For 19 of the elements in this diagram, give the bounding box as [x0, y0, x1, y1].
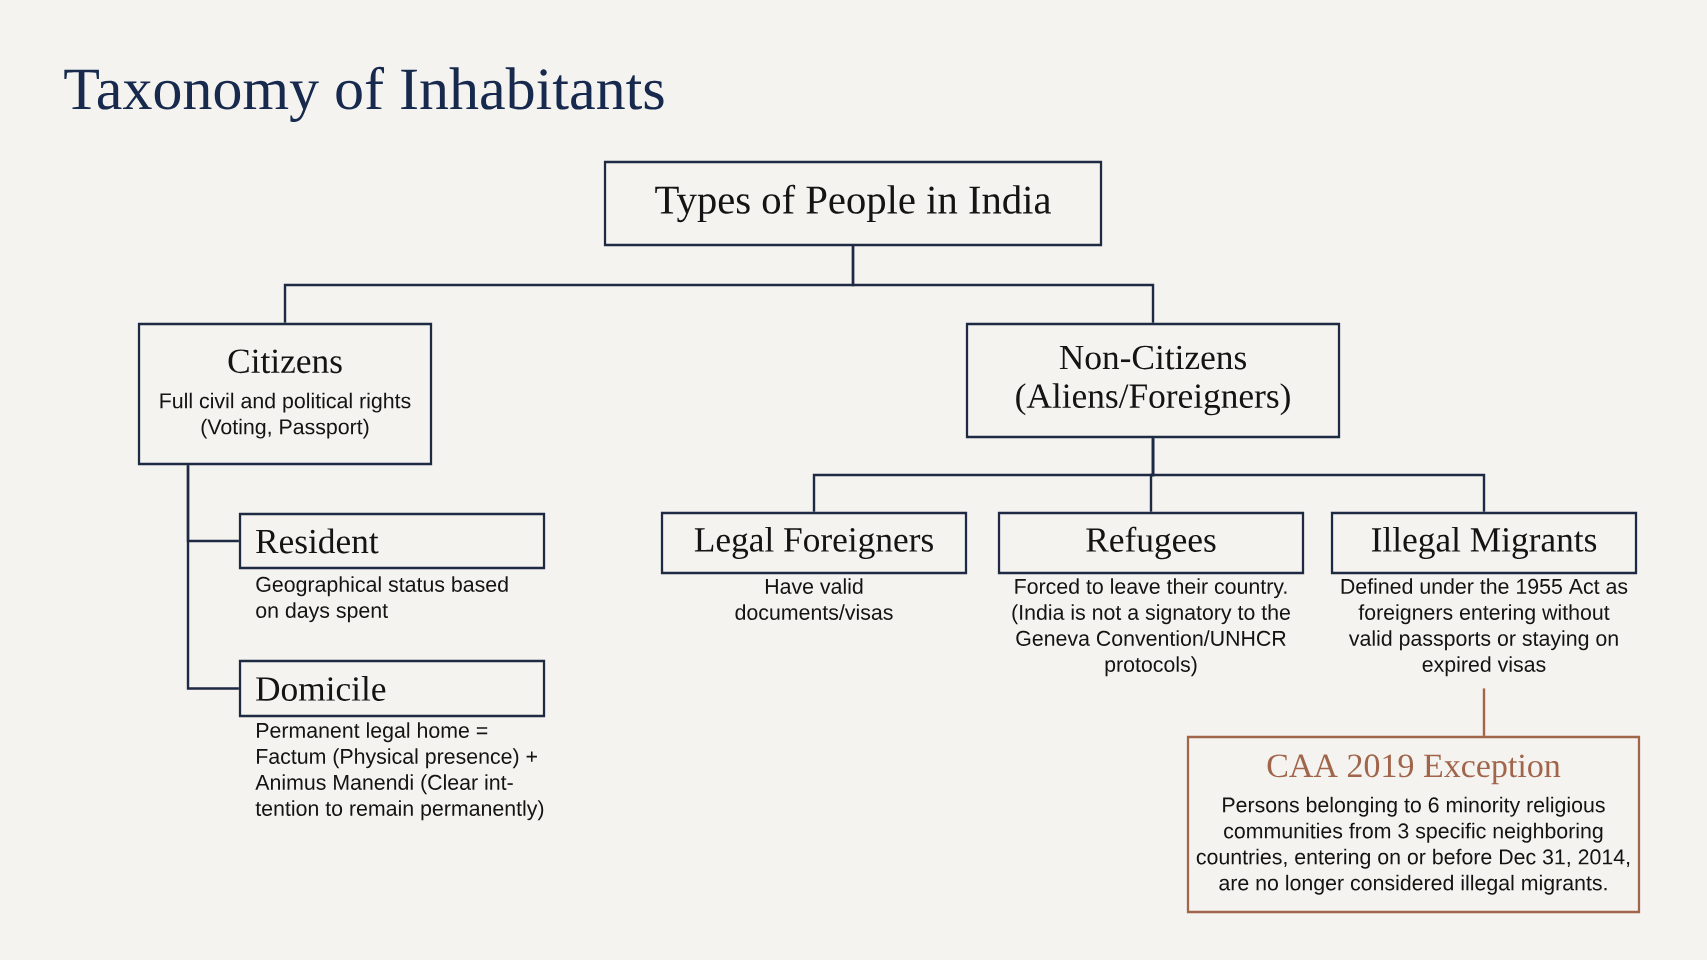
category-box: Domicile [238, 659, 546, 718]
connector-line [851, 246, 1155, 323]
connector-line [1482, 688, 1486, 736]
category-box: Legal Foreigners [660, 511, 968, 575]
connector-line [1151, 438, 1486, 512]
connector-line [186, 465, 239, 690]
description-text: Forced to leave their country. (India is not a signatory to the Geneva Convention/UNHCR protocols) [1012, 578, 1290, 677]
category-box: Types of People in India [603, 160, 1103, 247]
description-text: Geographical status based on days spent [256, 576, 508, 623]
category-box: Citizens Full civil and political rights (Voting, Passport) [137, 322, 433, 466]
category-box: Resident [238, 512, 546, 570]
category-box: Non-Citizens (Aliens/Foreigners) [965, 322, 1341, 439]
slide-title: Taxonomy of Inhabitants [64, 66, 664, 122]
description-text: Have valid documents/visas [735, 578, 893, 620]
exception-box: CAA 2019 Exception Persons belonging to 6 minority religious communities from 3 specific neighboring countries, entering on or before Dec 31, 2014, are no longer considered illegal migrants. [1186, 735, 1641, 914]
category-box: Refugees [997, 511, 1305, 575]
description-text: Defined under the 1955 Act as foreigners entering without valid passports or staying on expired visas [1341, 578, 1628, 677]
category-box: Illegal Migrants [1330, 511, 1638, 575]
description-text: Permanent legal home = Factum (Physical presence) + Animus Manendi (Clear int- tention to remain permanently) [255, 722, 544, 821]
